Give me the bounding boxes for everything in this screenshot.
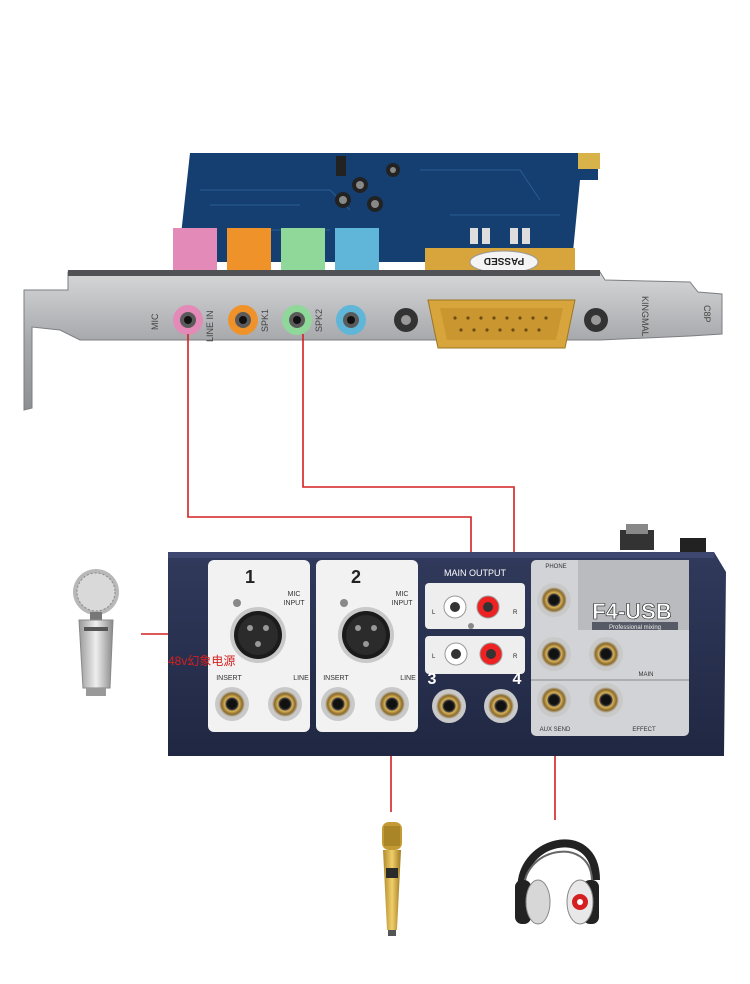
condenser-microphone xyxy=(73,569,119,696)
channel-4-number: 4 xyxy=(513,671,522,688)
gold-contacts xyxy=(578,153,600,169)
phantom-power-annotation: 48v幻象电源 xyxy=(168,654,235,668)
main-output-right-top: R xyxy=(513,610,518,616)
line-in-port-block xyxy=(227,228,271,270)
mic-port-block xyxy=(173,228,217,270)
port-label-line-in: LINE IN xyxy=(205,310,215,342)
port-label-spk2: SPK2 xyxy=(314,309,324,332)
aux-send-label: AUX SEND xyxy=(540,727,571,733)
channel-3-jack[interactable] xyxy=(432,689,466,723)
sound-card: PASSED MIC LINE IN SPK1 SPK2 xyxy=(23,153,723,411)
main-output-screw xyxy=(468,623,474,629)
channel-2-line-label: LINE xyxy=(400,675,416,682)
spk1-jack[interactable] xyxy=(282,305,312,335)
main-output-rca-right-bottom[interactable] xyxy=(479,642,503,666)
channel-3-number: 3 xyxy=(428,671,437,688)
main-output-left-top: L xyxy=(432,610,436,616)
channel-2-screw xyxy=(340,599,348,607)
channel-1-insert-jack[interactable] xyxy=(215,687,249,721)
mic-jack[interactable] xyxy=(173,305,203,335)
effect-label: EFFECT xyxy=(632,727,656,733)
channel-1-insert-label: INSERT xyxy=(216,675,242,682)
channel-1-line-jack[interactable] xyxy=(268,687,302,721)
bracket-top-lip xyxy=(68,270,600,276)
channel-2-insert-jack[interactable] xyxy=(321,687,355,721)
headphones xyxy=(515,839,600,925)
phone-jack[interactable] xyxy=(537,583,571,617)
main-output-rca-right-top[interactable] xyxy=(476,595,500,619)
aux-send-jack[interactable] xyxy=(537,683,571,717)
line-in-jack[interactable] xyxy=(228,305,258,335)
spk1-port-block xyxy=(281,228,325,270)
capacitors xyxy=(335,156,530,244)
effect-jack[interactable] xyxy=(589,683,623,717)
mixer: 1 MIC INPUT INSERT LINE 2 MIC IN xyxy=(168,524,726,756)
main-label: MAIN xyxy=(639,672,654,678)
main-left-jack[interactable] xyxy=(537,637,571,671)
output-section: PHONE F4-USB Professional mixing MAIN AU… xyxy=(531,560,689,736)
mixer-top-edge xyxy=(168,552,714,558)
wire-mic-to-main-output xyxy=(187,334,472,591)
channel-1-mic-label: MIC xyxy=(288,591,301,598)
mixer-power-connector xyxy=(620,524,706,554)
channel-1-input-label: INPUT xyxy=(284,600,306,607)
vendor-mark: KINGMAL xyxy=(640,296,650,337)
channel-1-screw xyxy=(233,599,241,607)
channel-1-strip: 1 MIC INPUT INSERT LINE xyxy=(208,560,310,732)
channel-1-xlr-input[interactable] xyxy=(230,607,286,663)
main-output-section: MAIN OUTPUT L R L R 3 4 xyxy=(425,568,525,723)
channel-2-input-label: INPUT xyxy=(392,600,414,607)
main-output-title: MAIN OUTPUT xyxy=(444,568,507,578)
passed-stamp: PASSED xyxy=(484,255,524,266)
spk2-port-block xyxy=(335,228,379,270)
port-label-mic: MIC xyxy=(150,313,160,330)
channel-2-insert-label: INSERT xyxy=(323,675,349,682)
channel-4-jack[interactable] xyxy=(484,689,518,723)
main-output-rca-left-bottom[interactable] xyxy=(444,642,468,666)
handheld-microphone xyxy=(382,822,402,936)
brand-logo: F4-USB xyxy=(592,599,671,624)
channel-2-xlr-input[interactable] xyxy=(338,607,394,663)
main-output-left-bottom: L xyxy=(432,654,436,660)
channel-2-mic-label: MIC xyxy=(396,591,409,598)
channel-2-strip: 2 MIC INPUT INSERT LINE xyxy=(316,560,418,732)
main-output-rca-left-top[interactable] xyxy=(443,595,467,619)
gameport-connector xyxy=(394,299,608,349)
phone-label: PHONE xyxy=(545,564,566,570)
main-right-jack[interactable] xyxy=(589,637,623,671)
channel-1-line-label: LINE xyxy=(293,675,309,682)
model-mark: C8P xyxy=(702,305,712,323)
port-label-spk1: SPK1 xyxy=(260,309,270,332)
spk2-jack[interactable] xyxy=(336,305,366,335)
channel-2-number: 2 xyxy=(351,567,361,587)
channel-1-number: 1 xyxy=(245,567,255,587)
brand-tagline: Professional mixing xyxy=(609,625,661,631)
main-output-right-bottom: R xyxy=(513,654,518,660)
channel-2-line-jack[interactable] xyxy=(375,687,409,721)
pci-bracket xyxy=(23,271,723,411)
